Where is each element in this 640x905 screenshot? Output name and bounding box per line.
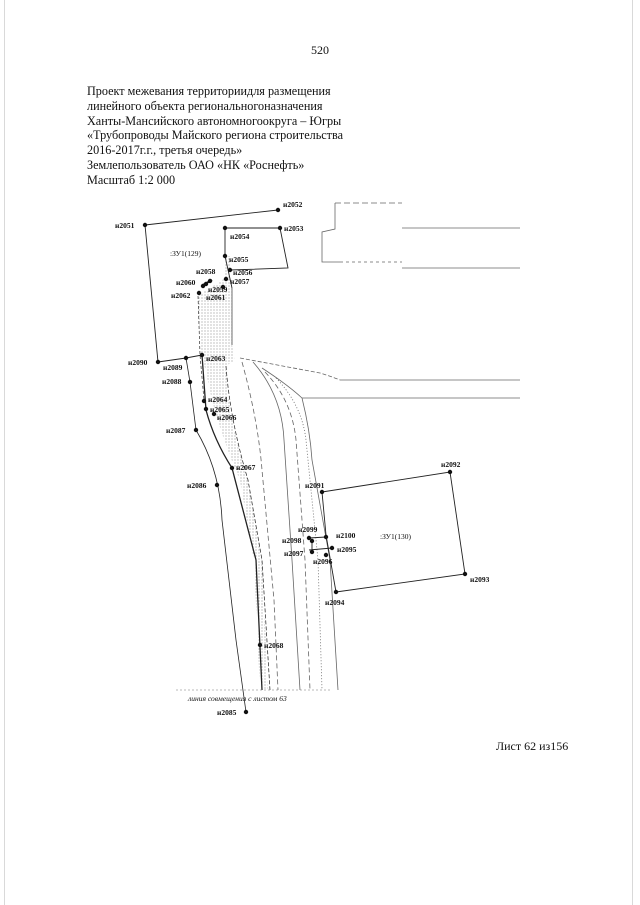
point-label: н2098	[282, 536, 302, 545]
scan-edge-right	[632, 0, 633, 905]
title-line: «Трубопроводы Майского региона строитель…	[87, 128, 344, 143]
junction-caption: линия совмещения с листом 63	[187, 694, 287, 703]
point-label: н2097	[284, 549, 304, 558]
title-line: Ханты-Мансийского автономногоокруга – Юг…	[87, 113, 342, 128]
sheet-footer: Лист 62 из156	[496, 739, 569, 753]
point-labels: н2051 н2052 н2053 н2054 н2055 н2056 н205…	[115, 200, 490, 717]
title-line: Землепользователь ОАО «НК «Роснефть»	[87, 157, 305, 172]
point-label: н2091	[305, 481, 325, 490]
point-label: н2087	[166, 426, 186, 435]
road-lines	[239, 202, 520, 691]
point-label: н2064	[208, 395, 228, 404]
zone-label: :ЗУ1(130)	[380, 532, 411, 541]
parcel-129-outline	[144, 209, 289, 363]
point-label: н2052	[283, 200, 303, 209]
point-label: н2096	[313, 557, 333, 566]
point-label: н2086	[187, 481, 207, 490]
title-line: Проект межевания территориидля размещени…	[87, 84, 331, 98]
point-label: н2093	[470, 575, 490, 584]
point-label: н2062	[171, 291, 191, 300]
point-label: н2095	[337, 545, 357, 554]
title-block: Проект межевания территориидля размещени…	[87, 84, 387, 188]
point-label: н2054	[230, 232, 250, 241]
point-label: н2089	[163, 363, 183, 372]
point-label: н2058	[196, 267, 216, 276]
title-line: линейного объекта региональногоназначени…	[87, 98, 323, 113]
point-label: н2061	[206, 293, 226, 302]
point-label: н2092	[441, 460, 461, 469]
point-label: н2065	[210, 405, 230, 414]
point-label: н2059	[208, 285, 228, 294]
point-label: н2100	[336, 531, 356, 540]
point-label: н2090	[128, 358, 148, 367]
scan-edge-left	[4, 0, 5, 905]
point-label: н2056	[233, 268, 253, 277]
point-label: н2063	[206, 354, 226, 363]
point-label: н2055	[229, 255, 249, 264]
zone-label: :ЗУ1(129)	[170, 249, 201, 258]
boundary-points	[142, 207, 468, 715]
point-label: н2067	[236, 463, 256, 472]
point-label: н2094	[325, 598, 345, 607]
junction-line: линия совмещения с листом 63	[176, 689, 330, 703]
title-line: 2016-2017г.г., третья очередь»	[87, 143, 243, 158]
point-label: н2066	[217, 413, 237, 422]
point-label: н2051	[115, 221, 135, 230]
point-label: н2085	[217, 708, 237, 717]
point-label: н2068	[264, 641, 284, 650]
point-label: н2060	[176, 278, 196, 287]
point-label: н2053	[284, 224, 304, 233]
point-label: н2057	[230, 277, 250, 286]
scale-line: Масштаб 1:2 000	[87, 172, 176, 187]
point-label: н2088	[162, 377, 182, 386]
point-label: н2099	[298, 525, 318, 534]
page-number: 520	[311, 43, 329, 57]
